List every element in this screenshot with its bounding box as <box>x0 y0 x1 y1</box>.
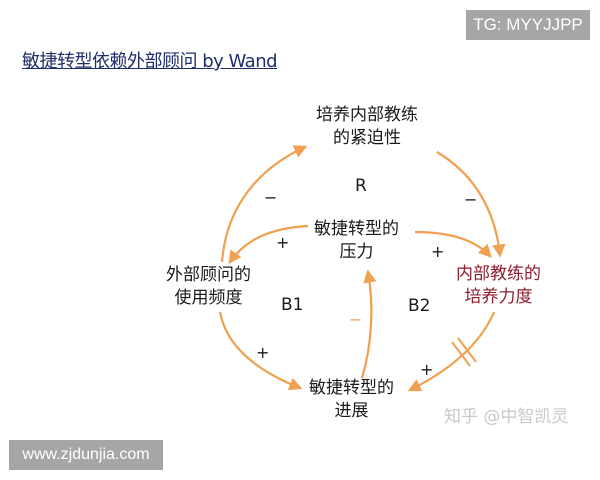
node-external: 外部顾问的 使用频度 <box>166 264 251 310</box>
sign-external-to-progress: + <box>256 343 270 362</box>
loop-label-r: R <box>355 176 367 196</box>
node-pressure: 敏捷转型的 压力 <box>314 218 399 264</box>
sign-internal-to-progress: + <box>420 360 434 379</box>
node-urgency-line2: 的紧迫性 <box>333 128 401 148</box>
delay-mark <box>451 337 477 367</box>
arrow-external-to-urgency <box>220 145 308 263</box>
node-progress-line2: 进展 <box>334 401 369 421</box>
node-progress: 敏捷转型的 进展 <box>309 377 394 423</box>
node-pressure-line1: 敏捷转型的 <box>314 219 399 239</box>
loop-label-b1: B1 <box>281 295 304 315</box>
node-urgency-line1: 培养内部教练 <box>316 105 418 125</box>
node-internal-line2: 培养力度 <box>464 287 533 307</box>
zhihu-watermark: 知乎 @中智凯灵 <box>444 407 569 427</box>
tg-badge: TG: MYYJJPP <box>466 10 590 40</box>
site-badge: www.zjdunjia.com <box>9 440 163 470</box>
node-progress-line1: 敏捷转型的 <box>309 378 394 398</box>
node-external-line2: 使用频度 <box>174 288 243 308</box>
arrow-progress-to-pressure <box>360 269 377 379</box>
sign-pressure-to-internal: + <box>431 242 445 261</box>
arrow-pressure-to-external <box>228 224 309 265</box>
node-internal: 内部教练的 培养力度 <box>456 263 541 309</box>
loop-label-b2: B2 <box>408 296 431 316</box>
sign-pressure-to-external: + <box>276 233 290 252</box>
sign-external-to-urgency: − <box>264 188 278 207</box>
arrow-external-to-progress <box>218 311 303 391</box>
arrow-pressure-to-internal <box>414 230 492 258</box>
sign-progress-to-pressure: − <box>349 310 363 329</box>
diagram-title: 敏捷转型依赖外部顾问 by Wand <box>22 51 278 72</box>
node-internal-line1: 内部教练的 <box>456 264 541 284</box>
node-urgency: 培养内部教练 的紧迫性 <box>316 104 418 150</box>
node-pressure-line2: 压力 <box>339 242 374 262</box>
node-external-line1: 外部顾问的 <box>166 265 251 285</box>
arrow-urgency-to-internal <box>436 151 506 258</box>
sign-urgency-to-internal: − <box>464 190 478 209</box>
